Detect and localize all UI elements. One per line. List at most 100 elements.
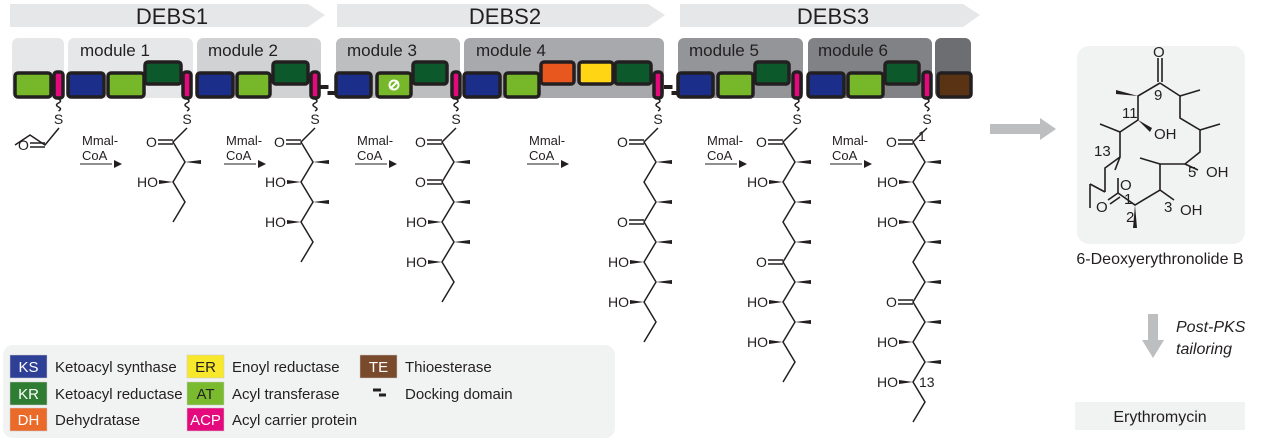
hydroxyl-label: HO [877, 214, 898, 230]
domain-te [936, 71, 973, 99]
hydroxyl-label: HO [608, 254, 629, 270]
domain-at [716, 71, 755, 99]
domain-acp [791, 70, 803, 100]
hydroxyl-label: HO [747, 294, 768, 310]
sulfur-label: S [653, 111, 662, 127]
sulfur-label: S [922, 111, 931, 127]
carbonyl-oxygen: O [886, 294, 897, 310]
domain-acp [652, 70, 664, 100]
domain-ks [195, 71, 235, 99]
mmal-coa-extension: Mmal-CoA [527, 133, 569, 168]
methyl-wedge [795, 280, 811, 284]
legend-swatch [9, 354, 48, 379]
carbonyl-oxygen: O [415, 174, 426, 190]
phosphopantetheine-arm [655, 98, 661, 112]
product-o-carbonyl: O [1096, 199, 1108, 216]
product-oh: OH [1154, 126, 1177, 143]
domain-kr [753, 60, 791, 86]
mmal-label: Mmal- [529, 133, 565, 148]
phosphopantetheine-arm [924, 98, 930, 112]
legend-swatch [186, 381, 225, 406]
arrow-icon [258, 160, 266, 168]
methyl-wedge [795, 320, 811, 324]
protein-arrows: DEBS1 DEBS2 DEBS3 [10, 4, 980, 29]
legend-swatch [9, 381, 48, 406]
mmal-coa-extension: Mmal-CoA [355, 133, 397, 168]
legend-swatch [186, 407, 225, 432]
methyl-wedge [656, 160, 672, 164]
carbonyl-oxygen: O [617, 214, 628, 230]
hydroxyl-label: HO [747, 334, 768, 350]
debs1-label: DEBS1 [136, 4, 208, 29]
domain-ks [334, 71, 373, 99]
arrow-icon [739, 160, 747, 168]
sulfur-label: S [451, 111, 460, 127]
carbonyl-oxygen: O [18, 137, 29, 153]
coa-label: CoA [357, 148, 383, 163]
methyl-wedge [925, 200, 941, 204]
hydroxyl-label: HO [406, 214, 427, 230]
legend-item: Docking domain [373, 386, 513, 403]
mmal-label: Mmal- [832, 133, 868, 148]
legend-name: Thioesterase [405, 359, 492, 376]
product-arrow [990, 118, 1056, 140]
carbonyl-oxygen: O [274, 134, 285, 150]
carbon-number: 13 [919, 374, 935, 390]
domain-ks [676, 71, 715, 99]
methyl-wedge [925, 280, 941, 284]
erythromycin-label: Erythromycin [1113, 409, 1206, 426]
domain-acp [921, 70, 933, 100]
legend-swatch [186, 354, 225, 379]
domain-kr [883, 60, 921, 86]
phosphopantetheine-arm [453, 98, 459, 112]
legend-abbr: AT [196, 386, 214, 403]
module-5-label: module 5 [689, 41, 759, 60]
coa-label: CoA [529, 148, 555, 163]
hydroxyl-label: HO [608, 294, 629, 310]
intermediate-0: O [14, 127, 60, 153]
arrow-icon [389, 160, 397, 168]
domain-at [235, 71, 272, 99]
methyl-wedge [185, 160, 201, 164]
domain-kr [411, 60, 449, 86]
domain-at [106, 71, 146, 99]
module-2-label: module 2 [208, 41, 278, 60]
hydroxyl-label: HO [406, 254, 427, 270]
arrow-icon [114, 160, 122, 168]
coa-label: CoA [832, 148, 858, 163]
product-number: 9 [1154, 87, 1162, 104]
product-number: 3 [1164, 199, 1172, 216]
product-6deb: O 9 11 OH 13 O 5 OH 1 O 2 3 OH 6-Deoxyer… [1076, 44, 1245, 268]
mmal-label: Mmal- [707, 133, 743, 148]
domain-acp [309, 70, 321, 100]
phosphopantetheine-arm [55, 98, 62, 112]
domain-ks [806, 71, 846, 99]
legend-swatch [359, 354, 398, 379]
methyl-wedge [656, 280, 672, 284]
product-number: 2 [1126, 209, 1134, 226]
legend-swatch [9, 407, 48, 432]
tailoring-arrow [1142, 314, 1164, 358]
carbonyl-oxygen: O [415, 134, 426, 150]
hydroxyl-label: HO [265, 174, 286, 190]
product-number: 5 [1188, 164, 1196, 181]
module-3-label: module 3 [347, 41, 417, 60]
tailoring-label-2: tailoring [1176, 341, 1232, 358]
legend-name: Docking domain [405, 386, 513, 403]
methyl-wedge [454, 240, 470, 244]
domain-at [503, 71, 541, 99]
inactive-domain-icon [388, 79, 400, 91]
mmal-label: Mmal- [226, 133, 262, 148]
methyl-wedge [795, 200, 811, 204]
methyl-wedge [925, 320, 941, 324]
phosphopantetheine-arm [794, 98, 800, 112]
intermediate-3: O O HO HO [406, 127, 470, 303]
